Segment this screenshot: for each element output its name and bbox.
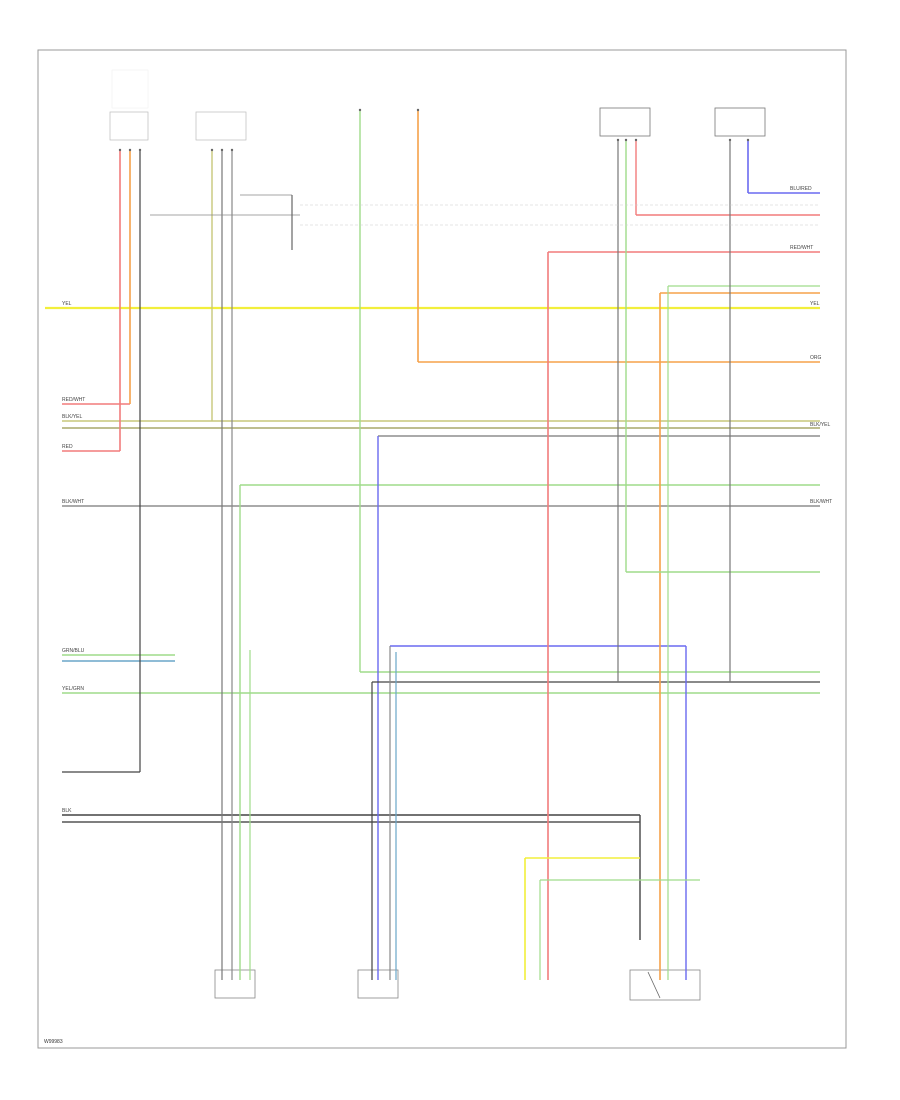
wire-green-blue-stub: GRN/BLU	[62, 648, 175, 662]
wire-label-red: RED	[62, 444, 73, 450]
wire-green-to-sensor-1	[239, 484, 820, 980]
guide-lines	[300, 204, 820, 226]
wire-red-right: RED/WHT	[547, 245, 820, 980]
wire-yellow-bus: YEL YEL	[45, 301, 820, 310]
wire-gray-bus: BLK/WHT BLK/WHT	[62, 499, 832, 507]
wire-green-bus: YEL/GRN	[62, 686, 820, 694]
wire-label-yel-grn: YEL/GRN	[62, 686, 84, 692]
wire-to-sensor-3	[524, 857, 700, 980]
wire-right-sensor-1-drops	[617, 140, 820, 682]
wire-label-org: ORG	[810, 355, 822, 361]
figure-code: W99983	[44, 1039, 63, 1045]
wire-black-stub-left	[62, 150, 141, 773]
wire-label-red-wht: RED/WHT	[62, 397, 85, 403]
wire-label-yel-right: YEL	[810, 301, 820, 307]
wire-black-bus-bottom: BLK	[62, 808, 641, 940]
wire-orange-right	[659, 292, 820, 980]
wire-label-blk-yel-right: BLK/YEL	[810, 422, 831, 428]
wire-label-blk-yel-left: BLK/YEL	[62, 414, 83, 420]
wire-olive-bus-1: BLK/YEL BLK/YEL	[62, 414, 831, 429]
wire-label-yel-left: YEL	[62, 301, 72, 307]
diagram-frame	[37, 49, 847, 1049]
wire-label-blk-wht-left: BLK/WHT	[62, 499, 84, 505]
wire-label-blu-red: BLU/RED	[790, 186, 812, 192]
component-bottom-sensor-1	[214, 969, 256, 999]
connector-pins	[118, 108, 750, 152]
component-right-sensor-1	[599, 107, 651, 137]
component-bottom-switch	[629, 969, 701, 1001]
component-right-sensor-2	[714, 107, 766, 137]
wire-label-blk-bottom: BLK	[62, 808, 72, 814]
wire-label-grn-blu: GRN/BLU	[62, 648, 85, 654]
wire-to-sensor-2	[371, 435, 820, 980]
component-left-module-1	[109, 69, 149, 141]
wire-green-right	[667, 285, 820, 980]
wire-label-blk-wht-right: BLK/WHT	[810, 499, 832, 505]
wire-red-left-stub: RED/WHT RED	[62, 397, 130, 452]
wire-green-center	[359, 110, 820, 673]
wire-left-module-drops	[119, 150, 300, 980]
wire-right-sensor-2-drops: BLU/RED	[729, 140, 820, 682]
component-left-module-2	[195, 111, 247, 141]
wire-orange-center: ORG	[417, 110, 822, 363]
wire-label-red-right: RED/WHT	[790, 245, 813, 251]
